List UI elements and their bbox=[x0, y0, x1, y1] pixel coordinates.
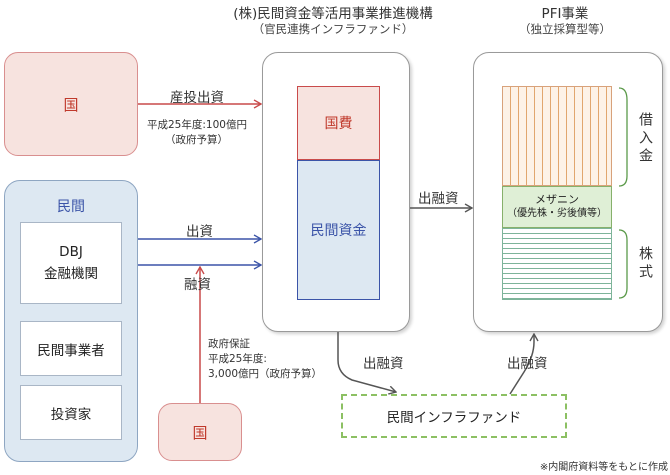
borrowing-block bbox=[502, 86, 612, 186]
financial-institutions-label: 金融機関 bbox=[44, 266, 98, 282]
private-infra-fund-label: 民間インフラファンド bbox=[386, 410, 522, 426]
label-loan: 融資 bbox=[184, 277, 211, 293]
mezzanine-label: メザニン bbox=[535, 193, 579, 206]
government-box-bottom: 国 bbox=[158, 403, 242, 461]
label-investment: 出資 bbox=[186, 224, 213, 240]
pfi-subtitle: （独立採算型等） bbox=[519, 22, 611, 36]
investors-label: 投資家 bbox=[50, 406, 92, 423]
investors-box: 投資家 bbox=[20, 385, 122, 440]
label-guarantee-amount: 3,000億円（政府予算） bbox=[208, 368, 323, 380]
label-fund-to-infra: 出融資 bbox=[363, 356, 404, 372]
footnote: ※内閣府資料等をもとに作成 bbox=[539, 462, 668, 473]
label-infra-to-pfi: 出融資 bbox=[507, 356, 548, 372]
arrow-fund-to-infra bbox=[337, 332, 396, 392]
private-operators-box: 民間事業者 bbox=[20, 321, 122, 376]
equity-bracket bbox=[618, 229, 628, 299]
national-funds-label: 国費 bbox=[324, 116, 353, 132]
borrowing-bracket bbox=[618, 87, 628, 187]
private-infra-fund-box: 民間インフラファンド bbox=[341, 394, 567, 438]
label-guarantee-year: 平成25年度: bbox=[208, 353, 267, 365]
mezzanine-block: メザニン （優先株・劣後債等） bbox=[502, 186, 612, 228]
private-funds-label: 民間資金 bbox=[310, 223, 367, 239]
fund-title: (株)民間資金等活用事業推進機構 bbox=[233, 6, 433, 22]
label-sankaku-amount: 平成25年度:100億円 bbox=[147, 119, 247, 131]
label-guarantee: 政府保証 bbox=[208, 338, 250, 350]
equity-block bbox=[502, 228, 612, 300]
label-sankaku-budget: （政府予算） bbox=[165, 134, 228, 146]
arrow-infra-to-pfi bbox=[509, 334, 534, 395]
mezzanine-detail: （優先株・劣後債等） bbox=[507, 208, 607, 219]
national-funds-block: 国費 bbox=[297, 86, 380, 160]
government-box-top: 国 bbox=[4, 52, 138, 156]
private-sector-title: 民間 bbox=[57, 199, 85, 215]
dbj-financial-institutions-box: DBJ 金融機関 bbox=[20, 222, 122, 304]
government-label: 国 bbox=[63, 95, 79, 114]
borrowing-label: 借入金 bbox=[637, 112, 653, 166]
government-label-bottom: 国 bbox=[192, 423, 208, 442]
label-sankaku: 産投出資 bbox=[170, 90, 224, 106]
pfi-title: PFI事業 bbox=[541, 6, 589, 22]
equity-label: 株式 bbox=[637, 246, 653, 282]
label-fund-to-pfi: 出融資 bbox=[418, 191, 459, 207]
dbj-label: DBJ bbox=[59, 244, 83, 260]
private-operators-label: 民間事業者 bbox=[37, 342, 105, 359]
fund-subtitle: （官民連携インフラファンド） bbox=[252, 22, 414, 36]
private-funds-block: 民間資金 bbox=[297, 160, 380, 300]
